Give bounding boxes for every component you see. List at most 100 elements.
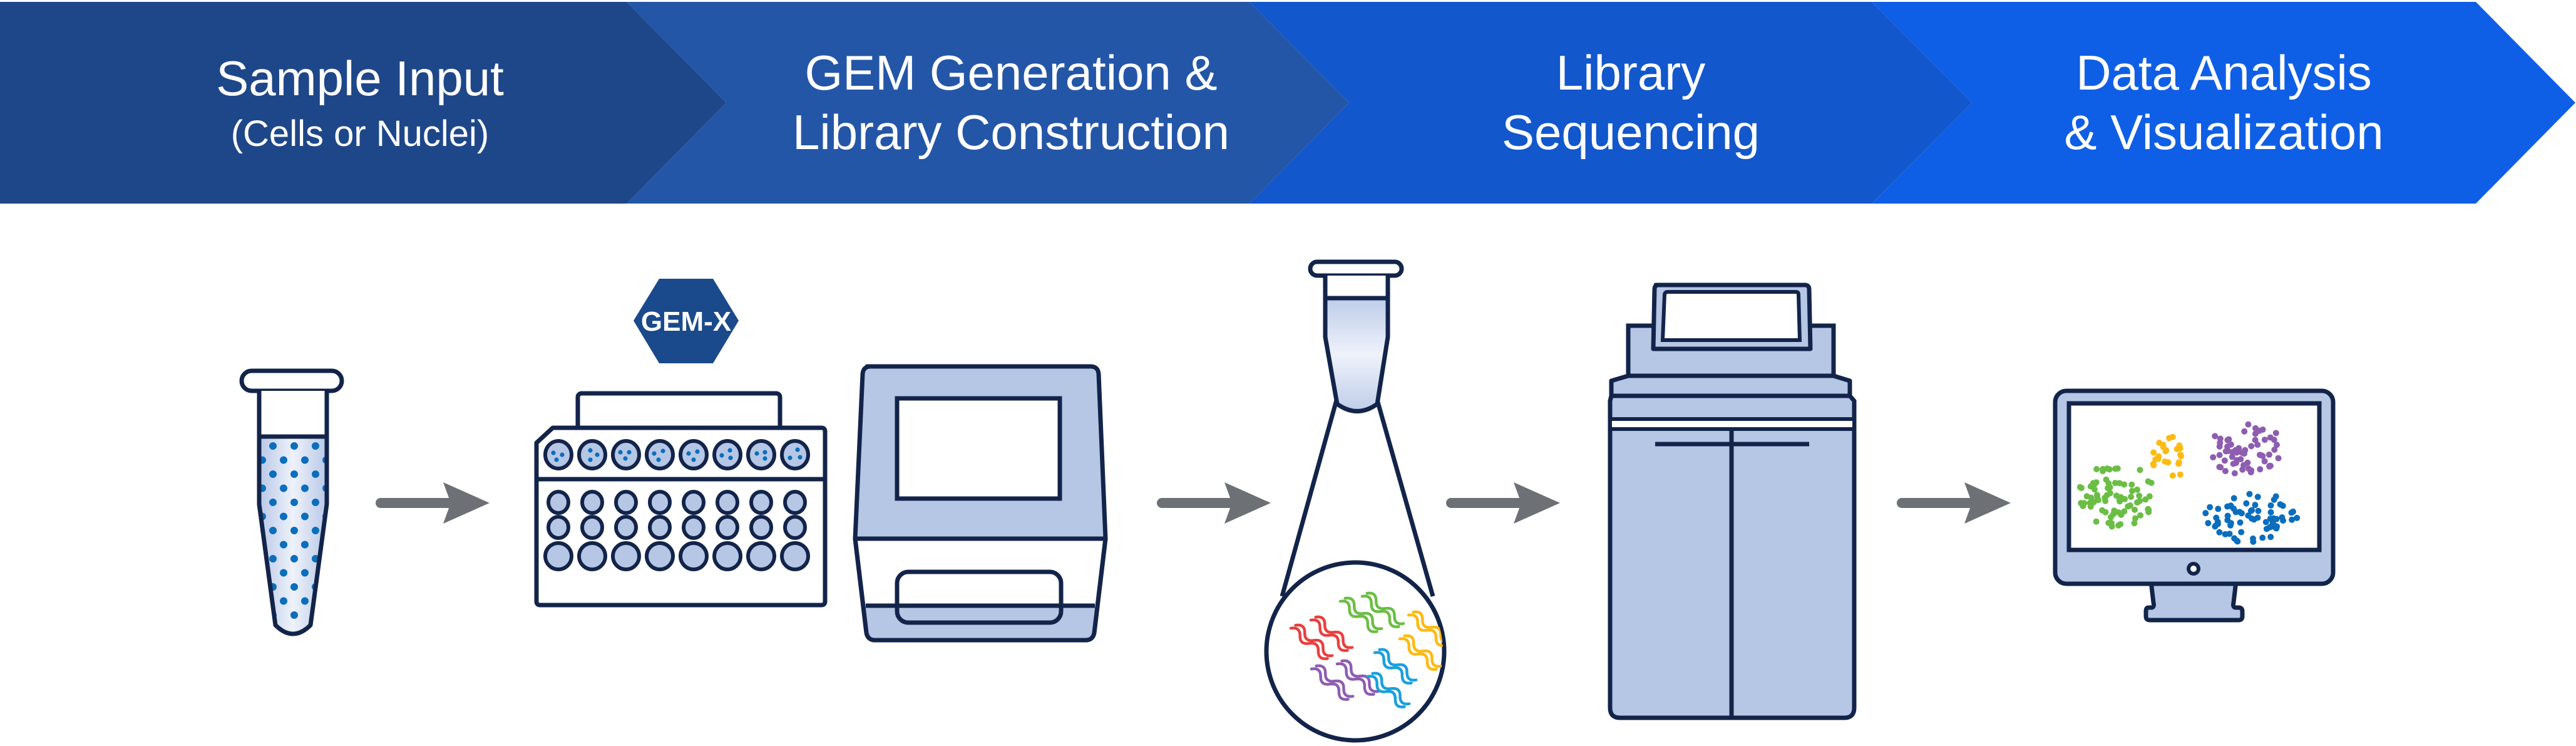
cell-dot bbox=[333, 499, 341, 506]
scatter-point bbox=[2122, 495, 2128, 502]
chip-well bbox=[716, 515, 739, 540]
gem-x-badge-text: GEM-X bbox=[641, 306, 731, 337]
banner-step-2: GEM Generation & Library Construction bbox=[726, 2, 1296, 204]
scatter-point bbox=[2226, 531, 2233, 537]
scatter-point bbox=[2237, 456, 2244, 463]
arrow-right-icon bbox=[1157, 482, 1271, 524]
step-3-title-line-1: Library bbox=[1556, 44, 1706, 100]
chip-well bbox=[780, 541, 810, 571]
scatter-point bbox=[2245, 465, 2252, 472]
scatter-point bbox=[2238, 529, 2245, 536]
scatter-point bbox=[2242, 447, 2249, 453]
scatter-point bbox=[2108, 523, 2115, 530]
scatter-point bbox=[2094, 494, 2101, 501]
banner-step-4: Data Analysis & Visualization bbox=[1972, 2, 2476, 204]
cell-dot bbox=[322, 569, 327, 577]
scatter-point bbox=[2256, 427, 2263, 434]
scatter-point bbox=[2267, 509, 2274, 515]
scatter-point bbox=[2076, 484, 2083, 490]
scatter-point bbox=[2136, 492, 2143, 499]
dna-fragment-strand bbox=[1315, 664, 1355, 698]
scatter-point bbox=[2266, 451, 2272, 458]
cell-dot bbox=[312, 442, 319, 450]
well-cell-dot bbox=[728, 455, 733, 460]
cell-dot bbox=[280, 512, 287, 521]
chip-well bbox=[746, 541, 776, 571]
scatter-point bbox=[2245, 512, 2252, 519]
cell-dot bbox=[301, 456, 309, 464]
chip-well bbox=[614, 515, 638, 540]
cell-dot bbox=[312, 470, 319, 478]
step-2-title-line-1: GEM Generation & bbox=[804, 44, 1218, 100]
scatter-point bbox=[2273, 442, 2280, 448]
scatter-point bbox=[2249, 535, 2256, 542]
chip-well bbox=[679, 541, 709, 571]
scatter-point bbox=[2229, 453, 2235, 460]
cell-dot bbox=[259, 597, 266, 605]
scatter-point bbox=[2275, 455, 2282, 462]
well-cell-dot bbox=[660, 448, 665, 453]
scatter-point bbox=[2279, 502, 2286, 509]
chip-well bbox=[645, 541, 675, 571]
scatter-point bbox=[2169, 472, 2176, 479]
scatter-point bbox=[2221, 457, 2228, 464]
sample-tube-icon bbox=[239, 368, 344, 636]
scatter-point bbox=[2210, 454, 2217, 461]
cell-dot bbox=[269, 527, 277, 534]
chip-well bbox=[648, 490, 672, 515]
dna-fragment-strand bbox=[1407, 613, 1443, 647]
chip-well bbox=[783, 490, 807, 515]
cell-dot bbox=[290, 527, 298, 534]
scatter-point bbox=[2093, 518, 2100, 525]
chip-well bbox=[749, 490, 773, 515]
scatter-point bbox=[2257, 466, 2264, 473]
cell-dot bbox=[290, 611, 298, 619]
scatter-point bbox=[2225, 436, 2232, 443]
scatter-point bbox=[2128, 487, 2135, 494]
cell-dot bbox=[280, 456, 287, 464]
dna-fragment-strand bbox=[1338, 599, 1378, 633]
step-1-subtitle: (Cells or Nuclei) bbox=[230, 113, 490, 155]
chip-top-well bbox=[746, 439, 776, 470]
scatter-point bbox=[2252, 502, 2259, 509]
scatter-point bbox=[2103, 492, 2110, 499]
cell-dot bbox=[248, 555, 255, 562]
gem-x-badge: GEM-X bbox=[634, 279, 739, 363]
scatter-point bbox=[2261, 458, 2268, 465]
scatter-point bbox=[2121, 508, 2128, 515]
cell-dot bbox=[301, 512, 309, 521]
scatter-point bbox=[2232, 447, 2239, 453]
scatter-point bbox=[2156, 440, 2163, 447]
scatter-point bbox=[2212, 523, 2219, 530]
arrow-right-icon bbox=[1446, 482, 1560, 524]
chip-well bbox=[682, 515, 706, 540]
scatter-point bbox=[2232, 460, 2239, 467]
chip-well bbox=[712, 541, 742, 571]
library-tube-icon bbox=[1280, 259, 1435, 597]
banner-step-2-shape bbox=[627, 2, 1349, 204]
chip-wells bbox=[543, 439, 810, 571]
scatter-point bbox=[2106, 466, 2113, 473]
cell-dot bbox=[269, 470, 277, 478]
well-cell-dot bbox=[695, 449, 700, 454]
sequencer-instrument-icon bbox=[1608, 282, 1857, 720]
scatter-point bbox=[2241, 428, 2248, 435]
dna-fragment-strand bbox=[1366, 675, 1406, 708]
scatter-point bbox=[2137, 512, 2144, 519]
chip-well bbox=[547, 515, 570, 540]
scatter-point bbox=[2216, 443, 2223, 450]
scatter-point bbox=[2115, 509, 2122, 516]
scatter-point bbox=[2105, 485, 2112, 492]
arrow-right-icon bbox=[376, 482, 490, 524]
scatter-point bbox=[2294, 514, 2301, 521]
scatter-point bbox=[2102, 509, 2109, 515]
scatter-point bbox=[2166, 435, 2173, 442]
scatter-point bbox=[2262, 519, 2269, 526]
cell-dot bbox=[301, 541, 309, 549]
chip-well bbox=[580, 490, 604, 515]
scatter-point bbox=[2177, 452, 2184, 458]
well-cell-dot bbox=[691, 457, 696, 462]
cell-dot bbox=[269, 499, 277, 506]
scatter-point bbox=[2177, 471, 2183, 478]
scatter-point bbox=[2207, 504, 2214, 510]
